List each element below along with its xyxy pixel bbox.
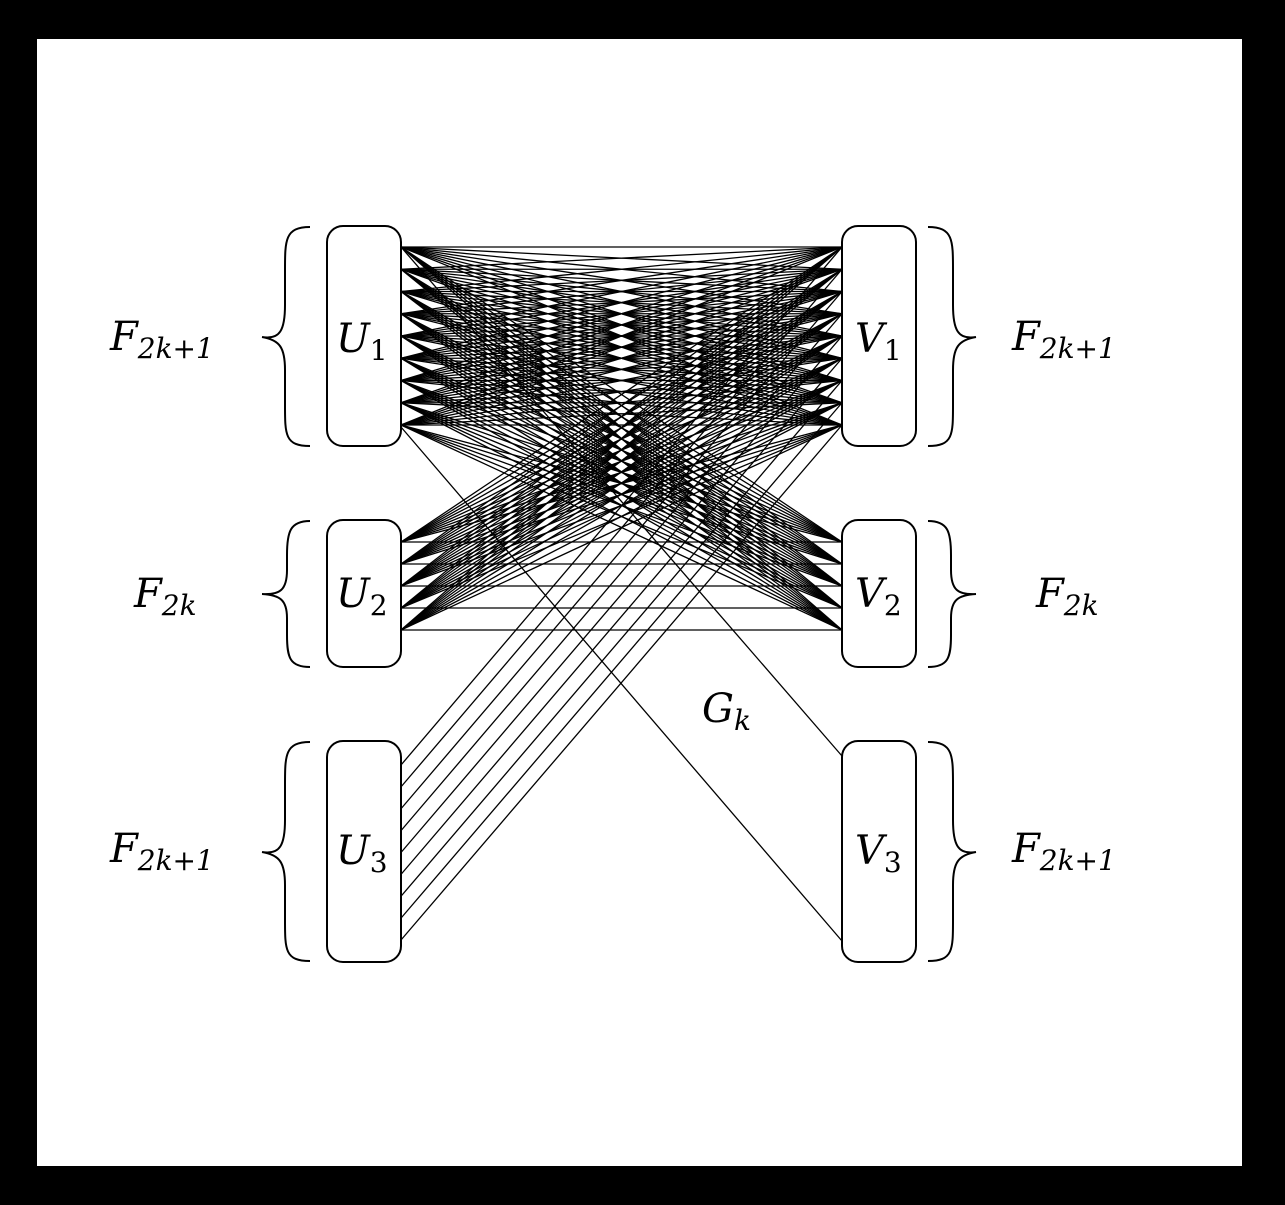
edge-u1-v2 — [400, 313, 843, 543]
edge-u1-v1 — [400, 357, 843, 426]
size-label-V3: F2k+1 — [1011, 826, 1116, 877]
size-label-U3: F2k+1 — [109, 826, 214, 877]
edge-u1-v1 — [400, 246, 843, 293]
size-label-U1: F2k+1 — [109, 314, 214, 365]
right-brace-V1 — [927, 226, 977, 447]
size-label-U2: F2k — [133, 571, 197, 622]
edge-u1-v2 — [400, 268, 843, 543]
right-brace-V3 — [927, 741, 977, 962]
edge-u1-v2 — [400, 379, 843, 543]
size-label-V2: F2k — [1035, 571, 1099, 622]
edges-layer — [400, 246, 843, 942]
edge-u1-v1 — [400, 379, 843, 426]
graph-label: Gk — [702, 686, 751, 737]
part-box-V3 — [841, 740, 917, 963]
edge-u1-v2 — [400, 335, 843, 543]
edge-u1-v2 — [400, 424, 843, 609]
edge-u1-v1 — [400, 246, 843, 359]
edge-u1-v1 — [400, 313, 843, 426]
right-brace-V2 — [927, 520, 977, 668]
part-box-U1 — [326, 225, 402, 447]
part-label-V1: V1 — [855, 316, 902, 367]
part-label-V3: V3 — [855, 828, 902, 879]
edge-u1-v1 — [400, 246, 843, 270]
diagram-canvas — [37, 39, 1242, 1166]
edge-u3-v1 — [400, 268, 843, 788]
part-box-U3 — [326, 740, 402, 963]
edge-u1-v1 — [400, 246, 843, 315]
part-box-U2 — [326, 519, 402, 668]
part-box-V2 — [841, 519, 917, 668]
left-brace-U2 — [261, 520, 311, 668]
edge-u1-v1 — [400, 335, 843, 426]
edge-u3-v1 — [400, 246, 843, 766]
edge-u1-v1 — [400, 246, 843, 382]
edge-u3-v1 — [400, 424, 843, 941]
part-label-U3: U3 — [336, 828, 388, 879]
edge-u1-v2 — [400, 246, 843, 543]
edge-u1-v1 — [400, 246, 843, 337]
part-label-V2: V2 — [855, 571, 902, 622]
edge-u3-v1 — [400, 335, 843, 853]
edge-u1-v1 — [400, 402, 843, 426]
part-label-U2: U2 — [336, 571, 388, 622]
size-label-V1: F2k+1 — [1011, 314, 1116, 365]
edge-u1-v1 — [400, 246, 843, 404]
edge-u1-v3 — [400, 246, 843, 757]
part-label-U1: U1 — [336, 316, 388, 367]
left-brace-U3 — [261, 741, 311, 962]
edge-u1-v1 — [400, 290, 843, 426]
edge-u1-v2 — [400, 424, 843, 565]
edge-u3-v1 — [400, 291, 843, 810]
edge-u1-v2 — [400, 290, 843, 543]
edge-u1-v2 — [400, 424, 843, 543]
edge-u1-v1 — [400, 246, 843, 426]
edge-u3-v1 — [400, 402, 843, 919]
edge-u1-v2 — [400, 402, 843, 543]
edge-u1-v1 — [400, 268, 843, 426]
left-brace-U1 — [261, 226, 311, 447]
edge-u3-v1 — [400, 313, 843, 832]
part-box-V1 — [841, 225, 917, 447]
edge-u3-v1 — [400, 380, 843, 897]
edge-u3-v1 — [400, 357, 843, 875]
edge-u1-v3 — [400, 426, 843, 942]
